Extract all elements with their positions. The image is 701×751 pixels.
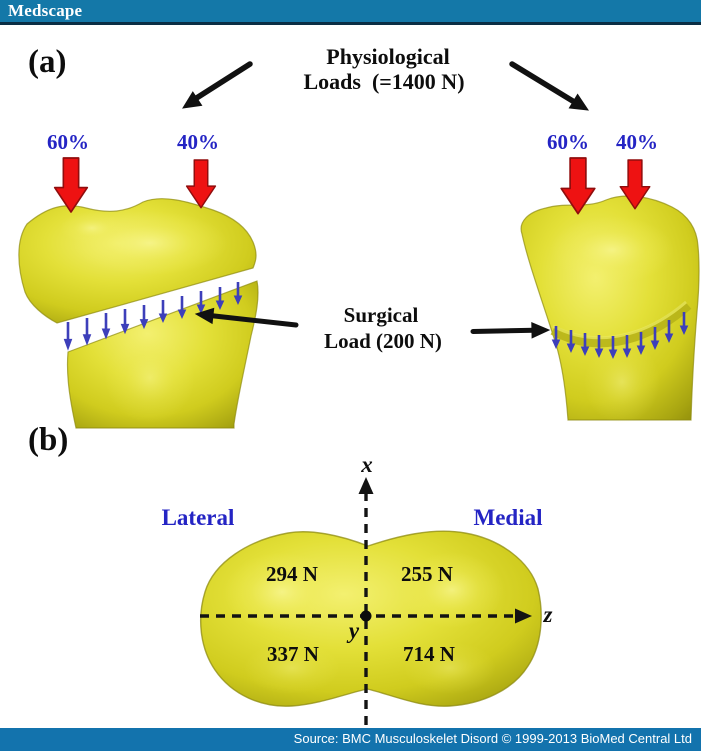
- footer-bar: Source: BMC Musculoskelet Disord © 1999-…: [0, 728, 701, 751]
- left-bone-40pct-label: 40%: [177, 130, 219, 154]
- medscape-logo[interactable]: Medscape: [8, 1, 83, 20]
- z-axis-arrowhead: [515, 608, 532, 624]
- physiological-loads-line2: Loads (=1400 N): [303, 69, 465, 94]
- panel-b-label: (b): [28, 422, 69, 458]
- load-arrow-left-40: [185, 159, 217, 209]
- force-top-left: 294 N: [266, 562, 318, 586]
- load-arrow-left-60: [53, 157, 89, 213]
- medial-label: Medial: [473, 505, 543, 530]
- right-tibia: [520, 195, 700, 424]
- origin-dot: [360, 610, 372, 622]
- axis-y-label: y: [348, 618, 360, 643]
- surgical-load-line1: Surgical: [343, 303, 419, 327]
- pointer-arrows: [182, 61, 590, 339]
- surgical-load-line2: Load (200 N): [324, 329, 442, 353]
- left-tibia-upper-fragment: [18, 198, 257, 324]
- right-bone-40pct-label: 40%: [616, 130, 658, 154]
- left-bone-60pct-label: 60%: [47, 130, 89, 154]
- source-attribution-text: Source: BMC Musculoskelet Disord © 1999-…: [293, 731, 692, 746]
- lateral-label: Lateral: [161, 505, 235, 530]
- coordinate-axes: [200, 477, 532, 726]
- tibial-plateau: [200, 530, 542, 707]
- right-bone-60pct-label: 60%: [547, 130, 589, 154]
- physiological-loads-line1: Physiological: [326, 44, 450, 69]
- axis-x-label: x: [361, 452, 373, 477]
- force-bottom-left: 337 N: [267, 642, 319, 666]
- x-axis-arrowhead: [358, 477, 374, 494]
- panel-a-label: (a): [28, 44, 67, 80]
- axis-z-label: z: [543, 602, 553, 627]
- force-top-right: 255 N: [401, 562, 453, 586]
- header-bar: Medscape: [0, 0, 701, 25]
- force-bottom-right: 714 N: [403, 642, 455, 666]
